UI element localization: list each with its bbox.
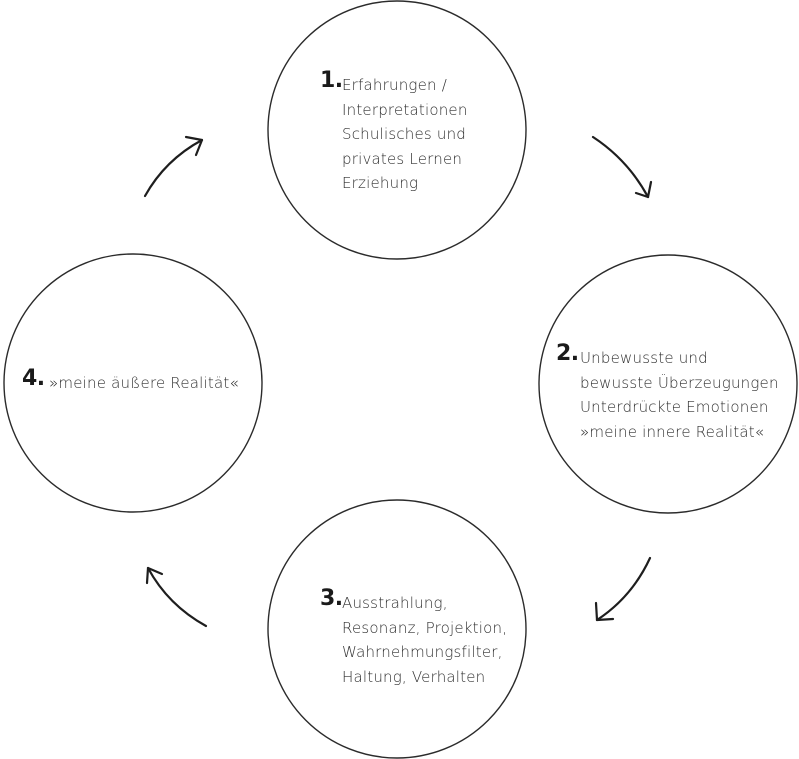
node-2-line: »meine innere Realität«	[580, 422, 765, 441]
node-3-number: 3.	[320, 586, 343, 611]
node-circle-3	[267, 499, 527, 759]
arrow-4-to-1	[143, 135, 204, 198]
arrow-3-to-4	[145, 566, 208, 628]
node-4-label: 4. »meine äußere Realität«	[22, 366, 239, 396]
arrow-2-to-3	[594, 556, 652, 622]
node-3-label: 3. Ausstrahlung, Resonanz, Projektion, W…	[320, 586, 508, 689]
node-circle-1	[267, 0, 527, 260]
node-2-line: bewusste Überzeugungen	[580, 373, 779, 392]
node-1-line: Schulisches und	[342, 125, 467, 143]
node-4-number: 4.	[22, 366, 45, 391]
node-3-line: Wahrnehmungsfilter,	[342, 643, 503, 661]
node-3-line: Haltung, Verhalten	[342, 667, 486, 686]
node-2-label: 2. Unbewusste und bewusste Überzeugungen…	[556, 341, 779, 444]
node-2-line: Unterdrückte Emotionen	[580, 398, 769, 416]
node-4-line: »meine äußere Realität«	[49, 374, 239, 392]
node-1-label: 1. Erfahrungen / Interpretationen Schuli…	[320, 68, 468, 196]
node-1-line: privates Lernen	[342, 149, 463, 168]
node-circle-4	[3, 253, 263, 513]
node-1-line: Erfahrungen /	[342, 76, 447, 94]
node-1-line: Erziehung	[342, 174, 419, 192]
node-3-line: Resonanz, Projektion,	[342, 618, 508, 637]
node-2-line: Unbewusste und	[580, 349, 708, 367]
node-2-number: 2.	[556, 341, 579, 366]
node-circle-2	[538, 254, 798, 514]
node-1-line: Interpretationen	[342, 100, 468, 119]
node-3-line: Ausstrahlung,	[342, 594, 448, 612]
node-1-number: 1.	[320, 68, 343, 93]
arrow-1-to-2	[591, 135, 653, 199]
